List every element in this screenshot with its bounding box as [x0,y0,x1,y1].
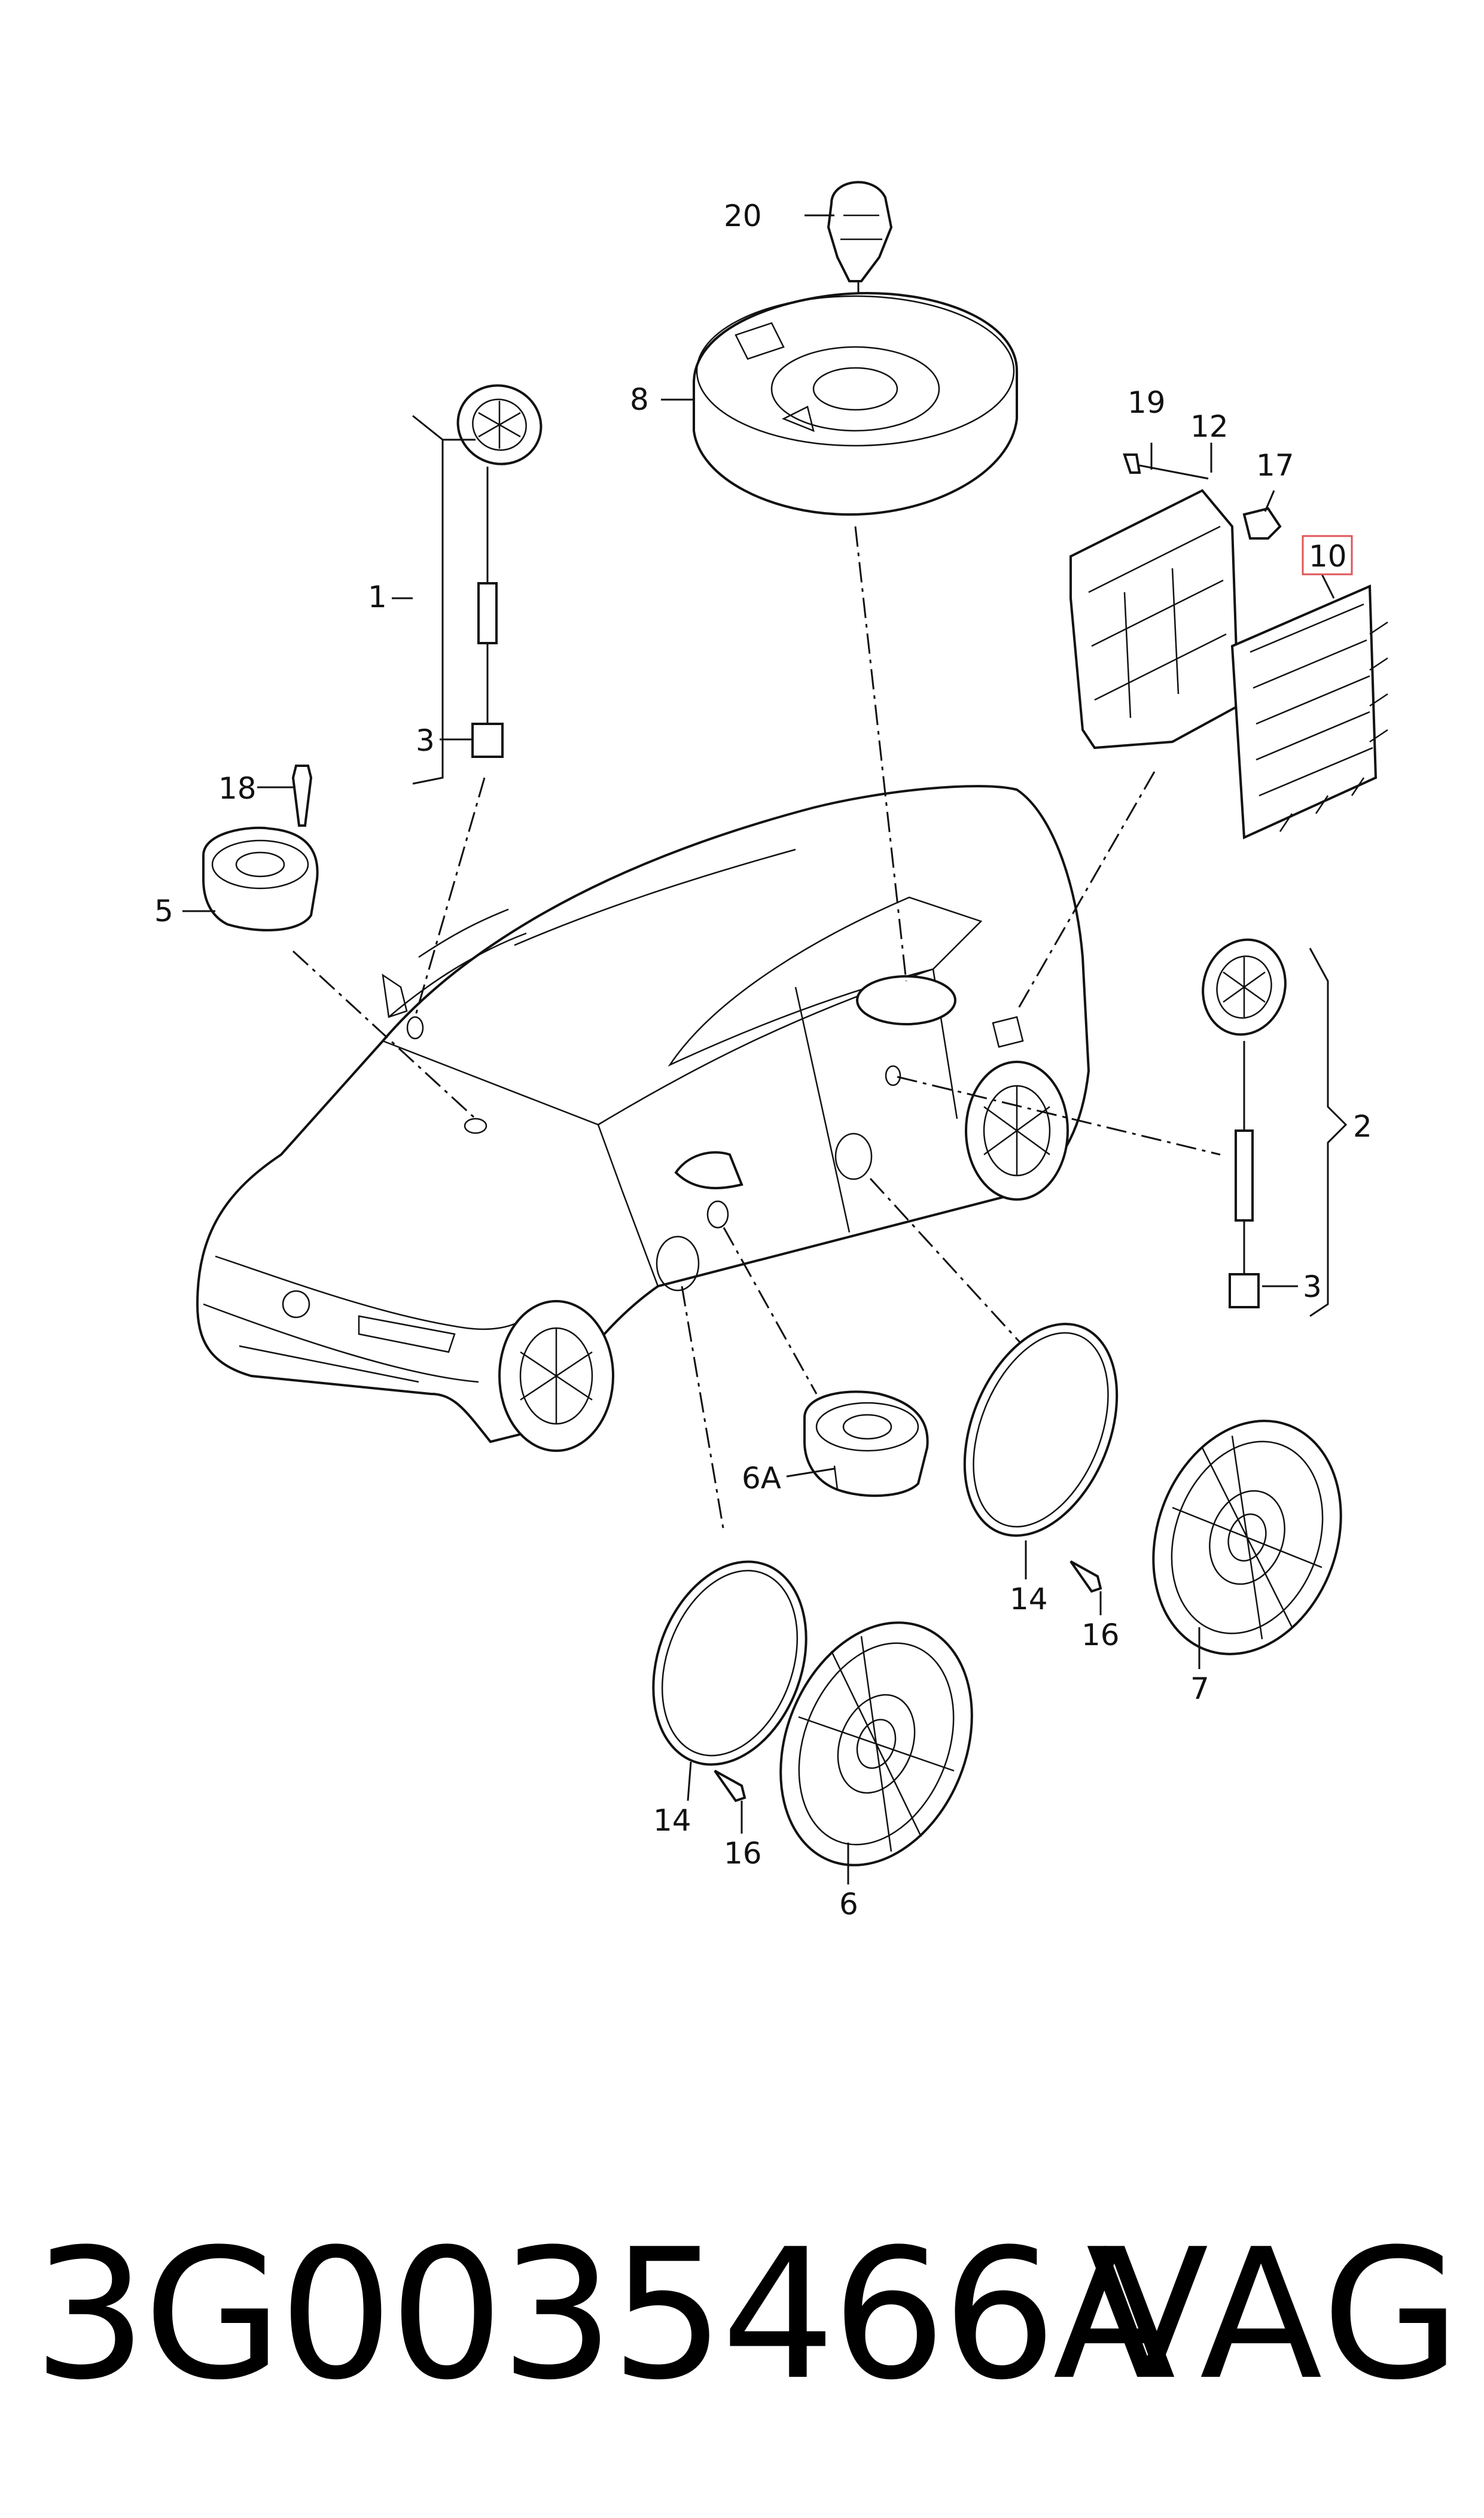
callout-16-bottom: 16 [724,1836,762,1871]
woofer-part-7 [963,1323,1342,1669]
woofer-part-6 [652,1560,973,1884]
callout-14-right: 14 [1010,1582,1048,1616]
callout-17: 17 [1256,448,1294,483]
subwoofer-part-8 [661,291,1018,516]
callout-20: 20 [724,199,762,233]
callout-1: 1 [368,580,387,614]
callout-3-right: 3 [1303,1269,1322,1304]
callout-16-right: 16 [1081,1618,1120,1652]
callout-6A: 6A [742,1461,781,1496]
callout-7: 7 [1190,1671,1209,1706]
callout-labels: 20 8 19 12 17 10 1 3 18 5 2 3 6A 14 16 7… [154,199,1372,1922]
car-illustration [196,785,1090,1452]
callout-5: 5 [154,894,173,928]
tweeter-part-5 [182,765,319,931]
leader-lines [292,526,1221,1532]
amplifier-part-10 [1230,535,1388,840]
brand-label: VAG [1086,2211,1463,2419]
callout-8: 8 [630,382,649,417]
callout-6: 6 [839,1887,858,1922]
tweeter-assembly-part-2 [1202,938,1348,1317]
callout-10-highlight-box [1302,535,1353,576]
amplifier-bracket-part-12 [1069,443,1282,750]
callout-2: 2 [1353,1109,1372,1144]
callout-19: 19 [1128,385,1166,420]
midrange-part-6A [786,1390,929,1497]
speaker-system-diagram: 20 8 19 12 17 10 1 3 18 5 2 3 6A 14 16 7… [154,181,1388,1922]
part-number: 3G0035466A [33,2211,1176,2419]
callout-3-left: 3 [416,723,435,758]
callout-18: 18 [218,771,257,806]
callout-14-bottom: 14 [653,1803,691,1838]
tweeter-assembly-part-1 [392,384,543,785]
callout-12: 12 [1190,409,1229,444]
callout-10: 10 [1309,539,1347,574]
